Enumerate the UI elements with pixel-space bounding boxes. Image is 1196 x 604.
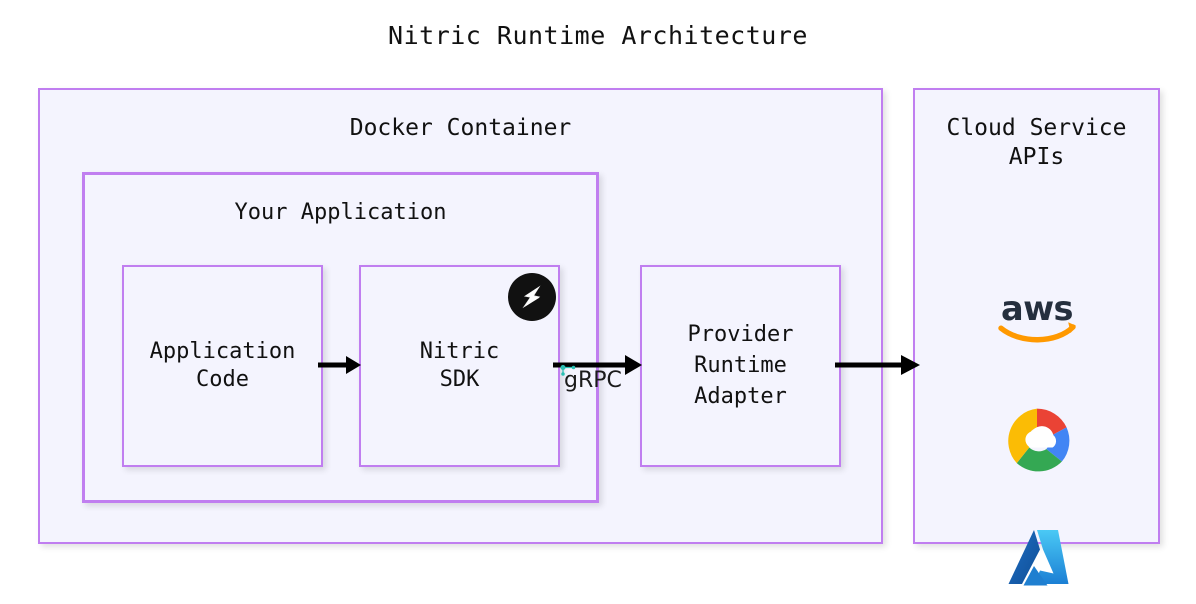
provider-runtime-adapter-label: Provider Runtime Adapter xyxy=(687,322,794,410)
docker-container-box: Docker Container Your Application Applic… xyxy=(38,88,883,544)
cloud-service-apis-label: Cloud Service APIs xyxy=(946,115,1127,171)
grpc-label-text: gRPC xyxy=(564,368,622,393)
docker-container-label: Docker Container xyxy=(349,115,572,141)
your-application-box: Your Application Application Code Nitric… xyxy=(82,172,599,503)
provider-runtime-adapter-box: Provider Runtime Adapter xyxy=(640,265,841,467)
grpc-edge-label: gRPC xyxy=(560,362,640,398)
grpc-logo-icon xyxy=(560,362,577,376)
application-code-label: Application Code xyxy=(149,338,296,392)
application-code-box: Application Code xyxy=(122,265,323,467)
nitric-sdk-label: Nitric SDK xyxy=(419,338,500,392)
aws-logo-icon: aws xyxy=(915,282,1158,348)
nitric-sdk-box: Nitric SDK xyxy=(359,265,560,467)
your-application-label: Your Application xyxy=(234,200,447,225)
page-title: Nitric Runtime Architecture xyxy=(388,21,808,50)
google-cloud-logo-icon xyxy=(915,400,1158,478)
nitric-logo-icon xyxy=(507,272,557,322)
azure-logo-icon xyxy=(915,522,1158,604)
svg-text:aws: aws xyxy=(1001,289,1073,328)
cloud-service-apis-box: Cloud Service APIs aws xyxy=(913,88,1160,586)
